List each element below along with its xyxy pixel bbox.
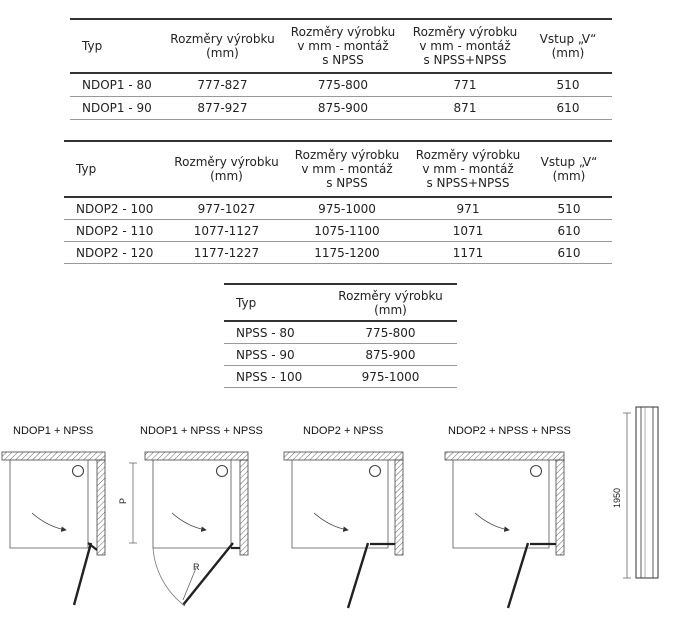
cell-rozmery: 775-800	[365, 325, 416, 340]
swing-arrow	[171, 512, 207, 532]
header-vstup: Vstup „V“ (mm)	[540, 155, 598, 183]
header-typ: Typ	[76, 162, 97, 176]
table-row: NDOP1 - 80 777-827 775-800 771 510	[70, 74, 612, 97]
cell-rozmery: 877-927	[197, 101, 248, 115]
swing-arrow	[31, 512, 67, 532]
diagram-label-ndop2-npss: NDOP2 + NPSS	[303, 425, 384, 437]
dim-label-p: P	[118, 498, 128, 504]
cell-rozmery: 977-1027	[197, 201, 256, 216]
cell-vstup: 610	[557, 223, 581, 238]
cell-montaz-npss: 975-1000	[318, 201, 376, 216]
header-rozmery: Rozměry výrobku (mm)	[338, 288, 443, 317]
cell-rozmery: 875-900	[365, 347, 416, 362]
profile-frame	[635, 406, 659, 579]
wall-top	[283, 451, 404, 461]
header-typ: Typ	[82, 39, 103, 53]
diagram-label-ndop2-npss-npss: NDOP2 + NPSS + NPSS	[448, 425, 571, 437]
height-label: 1950	[612, 488, 622, 508]
table-header: Typ Rozměry výrobku (mm) Rozměry výrobku…	[64, 140, 612, 198]
cell-montaz-npss-npss: 871	[453, 101, 477, 115]
table-row: NDOP2 - 120 1177-1227 1175-1200 1171 610	[64, 242, 612, 264]
header-rozmery: Rozměry výrobku (mm)	[170, 32, 275, 60]
wall-right	[239, 459, 249, 556]
tray-outline	[152, 460, 232, 549]
cell-montaz-npss-npss: 1171	[452, 245, 484, 260]
table-ndop1: Typ Rozměry výrobku (mm) Rozměry výrobku…	[70, 18, 612, 120]
header-typ: Typ	[236, 295, 257, 310]
diagram-label-ndop1-npss: NDOP1 + NPSS	[13, 425, 94, 437]
cell-typ: NDOP1 - 90	[82, 101, 152, 115]
table-row: NPSS - 100 975-1000	[224, 366, 457, 388]
diagram-ndop1-npss	[1, 451, 106, 606]
swing-arrow	[474, 512, 510, 532]
radius-line	[182, 567, 197, 601]
cell-typ: NDOP2 - 100	[76, 201, 154, 216]
side-panel	[87, 542, 98, 551]
wall-top	[144, 451, 249, 461]
cell-montaz-npss: 1175-1200	[314, 245, 380, 260]
table-row: NDOP2 - 100 977-1027 975-1000 971 510	[64, 198, 612, 220]
door-panel	[346, 542, 370, 609]
door-panel	[506, 542, 530, 609]
header-montaz-npss-npss: Rozměry výrobku v mm - montáž s NPSS+NPS…	[412, 25, 518, 67]
drain-circle	[368, 464, 382, 478]
cell-typ: NPSS - 90	[236, 347, 295, 362]
door-swing-arc	[152, 547, 186, 607]
cell-montaz-npss-npss: 971	[456, 201, 480, 216]
dim-label-r: R	[193, 562, 200, 572]
diagram-label-ndop1-npss-npss: NDOP1 + NPSS + NPSS	[140, 425, 263, 437]
door-panel	[72, 542, 93, 606]
diagram-ndop2-npss-npss	[444, 451, 565, 609]
table-header: Typ Rozměry výrobku (mm) Rozměry výrobku…	[70, 18, 612, 74]
table-ndop2: Typ Rozměry výrobku (mm) Rozměry výrobku…	[64, 140, 612, 264]
cell-typ: NPSS - 100	[236, 369, 303, 384]
diagram-ndop1-npss-npss	[129, 451, 249, 607]
cell-rozmery: 777-827	[197, 78, 248, 92]
header-montaz-npss-npss: Rozměry výrobku v mm - montáž s NPSS+NPS…	[415, 148, 521, 190]
drain-circle	[215, 464, 229, 478]
wall-right	[394, 459, 404, 556]
swing-arrow	[313, 512, 349, 532]
table-row: NDOP2 - 110 1077-1127 1075-1100 1071 610	[64, 220, 612, 242]
cell-vstup: 510	[556, 78, 580, 92]
drain-circle	[71, 464, 85, 478]
cell-vstup: 610	[556, 101, 580, 115]
cell-typ: NDOP2 - 120	[76, 245, 154, 260]
cell-montaz-npss: 875-900	[317, 101, 369, 115]
header-vstup: Vstup „V“ (mm)	[539, 32, 597, 60]
door-panel	[182, 542, 234, 606]
table-npss: Typ Rozměry výrobku (mm) NPSS - 80 775-8…	[224, 283, 457, 388]
cell-montaz-npss: 775-800	[317, 78, 369, 92]
side-elevation	[623, 406, 659, 579]
table-row: NDOP1 - 90 877-927 875-900 871 610	[70, 97, 612, 120]
table-row: NPSS - 80 775-800	[224, 322, 457, 344]
wall-right	[96, 459, 106, 556]
header-rozmery: Rozměry výrobku (mm)	[174, 155, 279, 183]
cell-vstup: 510	[557, 201, 581, 216]
cell-typ: NPSS - 80	[236, 325, 295, 340]
tray-outline	[291, 460, 389, 549]
cell-rozmery: 975-1000	[361, 369, 420, 384]
table-row: NPSS - 90 875-900	[224, 344, 457, 366]
header-montaz-npss: Rozměry výrobku v mm - montáž s NPSS	[290, 25, 396, 67]
table-header: Typ Rozměry výrobku (mm)	[224, 283, 457, 322]
cell-montaz-npss-npss: 1071	[452, 223, 484, 238]
wall-top	[1, 451, 106, 461]
cell-vstup: 610	[557, 245, 581, 260]
cell-typ: NDOP1 - 80	[82, 78, 152, 92]
cell-rozmery: 1177-1227	[193, 245, 260, 260]
diagram-ndop2-npss	[283, 451, 404, 609]
wall-right	[555, 459, 565, 556]
cell-montaz-npss: 1075-1100	[314, 223, 380, 238]
cell-typ: NDOP2 - 110	[76, 223, 154, 238]
cell-montaz-npss-npss: 771	[453, 78, 477, 92]
cell-rozmery: 1077-1127	[193, 223, 260, 238]
tray-outline	[452, 460, 550, 549]
header-montaz-npss: Rozměry výrobku v mm - montáž s NPSS	[294, 148, 400, 190]
tray-outline	[9, 460, 89, 549]
wall-top	[444, 451, 565, 461]
drain-circle	[529, 464, 543, 478]
